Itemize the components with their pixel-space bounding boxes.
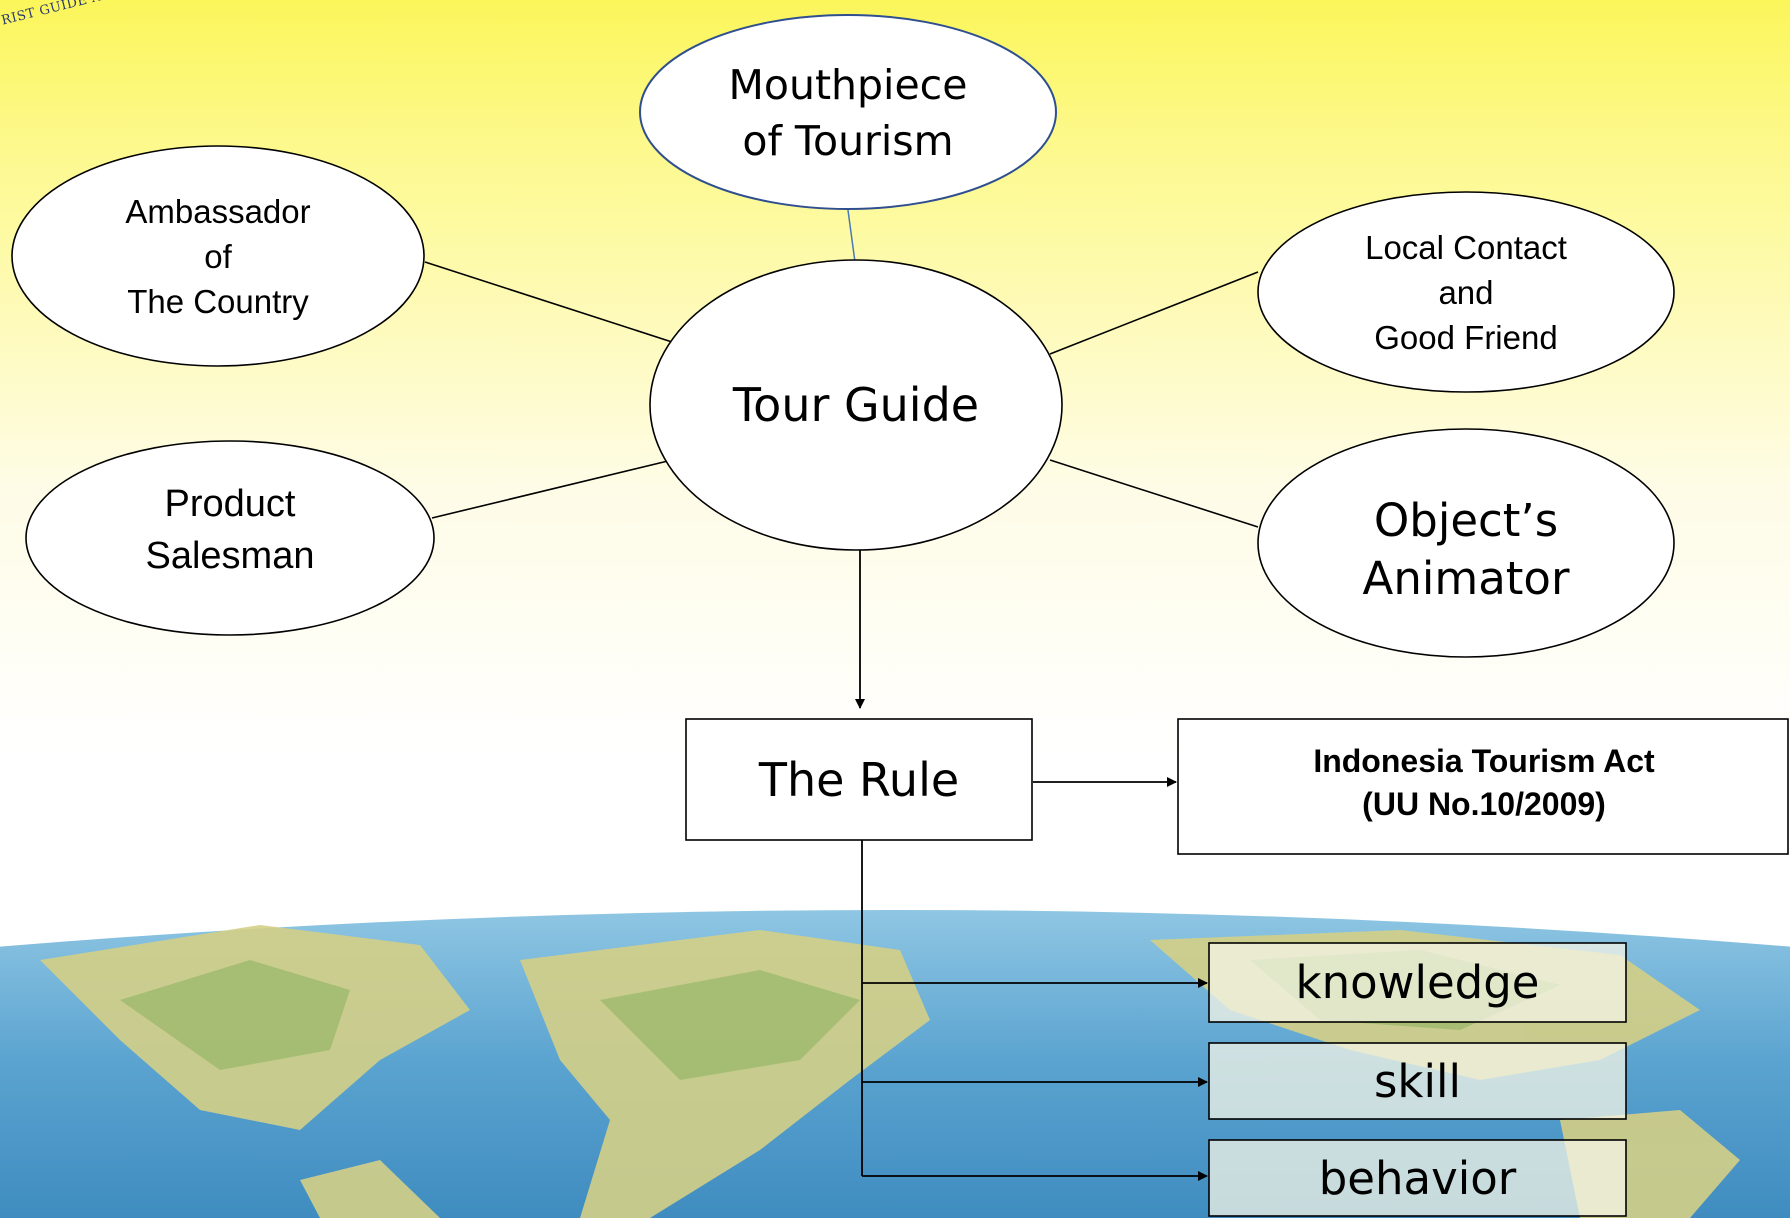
node-tour-guide — [649, 259, 1063, 551]
connector-ambassador — [424, 261, 673, 343]
box-knowledge — [1208, 942, 1627, 1023]
connector-product-salesman — [431, 459, 673, 519]
node-ambassador — [11, 145, 425, 367]
node-local-contact — [1257, 191, 1675, 393]
box-skill — [1208, 1042, 1627, 1120]
node-mouthpiece — [639, 14, 1057, 210]
box-act — [1177, 718, 1789, 855]
node-object-animator — [1257, 428, 1675, 658]
node-product-salesman — [25, 440, 435, 636]
box-behavior — [1208, 1139, 1627, 1217]
connector-local-contact — [1049, 271, 1259, 355]
connector-object-animator — [1049, 459, 1259, 528]
box-rule — [685, 718, 1033, 841]
